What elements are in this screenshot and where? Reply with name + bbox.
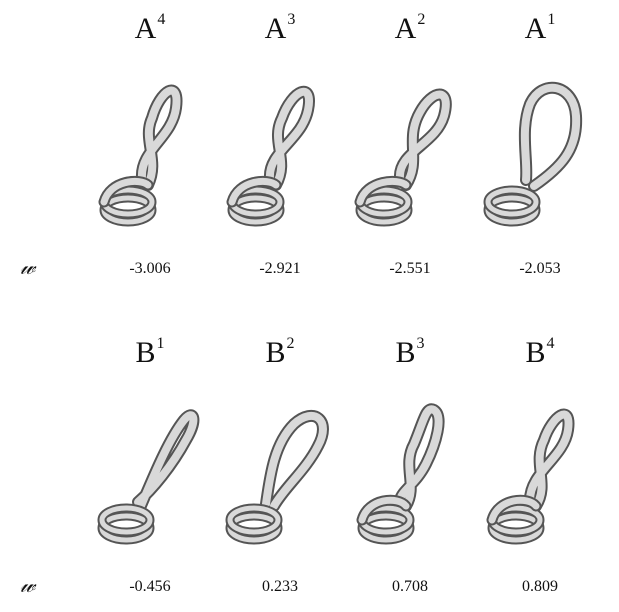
- supercoil-shape: [356, 403, 445, 545]
- supercoil-shape: [225, 409, 329, 545]
- writhe-value: -2.053: [519, 260, 561, 277]
- row-b: 𝓌 B1 -0.456 B2 0: [0, 320, 619, 612]
- supercoil-shape: [226, 85, 315, 227]
- panel-label: B1: [135, 335, 165, 369]
- writhe-symbol: 𝓌: [20, 255, 36, 280]
- supercoil-shape: [98, 84, 183, 227]
- panel-label: A1: [524, 11, 556, 45]
- writhe-value: -2.551: [389, 260, 431, 277]
- panel-label: A4: [134, 11, 166, 45]
- supercoil-shape: [354, 88, 452, 227]
- supercoil-shape: [486, 408, 575, 545]
- panel-label: A2: [394, 11, 426, 45]
- writhe-value: -0.456: [129, 578, 171, 595]
- writhe-value: 0.708: [392, 578, 428, 595]
- writhe-value: 0.233: [262, 578, 298, 595]
- panel-label: A3: [264, 11, 296, 45]
- writhe-value: -2.921: [259, 260, 301, 277]
- supercoil-shape: [97, 409, 200, 545]
- writhe-symbol: 𝓌: [20, 573, 36, 598]
- panel-label: B2: [265, 335, 295, 369]
- writhe-value: -3.006: [129, 260, 171, 277]
- panel-label: B4: [525, 335, 555, 369]
- supercoil-shape: [483, 81, 583, 227]
- writhe-value: 0.809: [522, 578, 558, 595]
- row-a: 𝓌 A4 -3.006 A3: [0, 0, 619, 300]
- panel-label: B3: [395, 335, 425, 369]
